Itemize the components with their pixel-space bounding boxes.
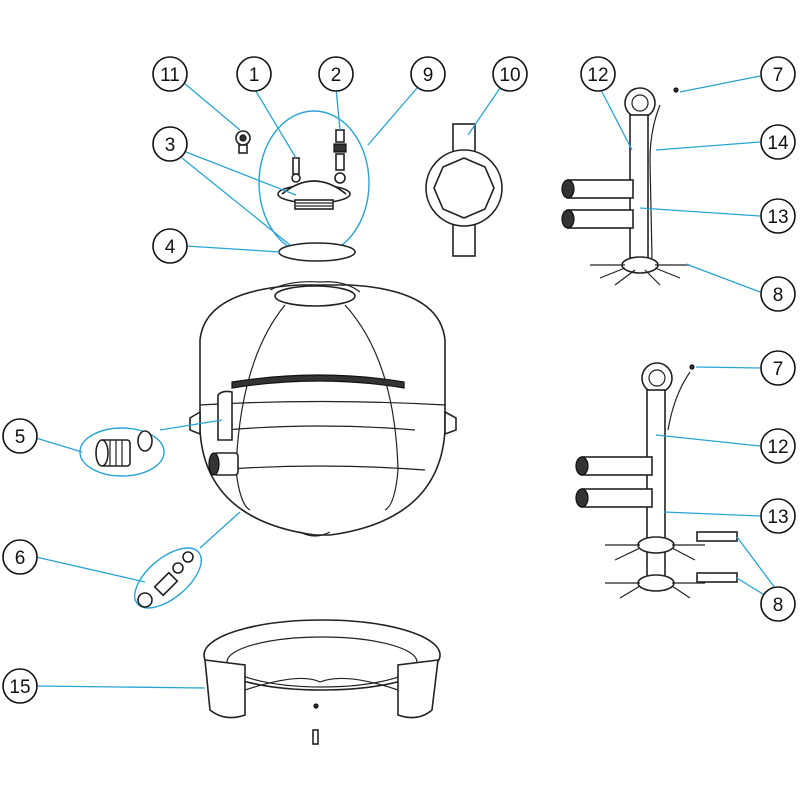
callout-12-lower-label: 12 [767, 437, 788, 458]
callout-13-lower: 13 [760, 498, 796, 534]
lateral-assembly-upper [561, 87, 690, 286]
callout-2-label: 2 [331, 65, 342, 86]
callout-12-upper-label: 12 [587, 65, 608, 86]
screw-1 [291, 157, 301, 183]
callout-7-upper: 7 [760, 56, 796, 92]
callout-5-label: 5 [15, 427, 26, 448]
callout-13-lower-label: 13 [767, 507, 788, 528]
cover-assembly [258, 110, 370, 262]
union-5 [79, 427, 165, 477]
callout-5: 5 [2, 418, 38, 454]
filter-tank [189, 281, 457, 537]
callout-3-label: 3 [165, 135, 176, 156]
callout-1-label: 1 [249, 65, 260, 86]
lateral-assembly-lower [575, 362, 738, 599]
callout-1: 1 [236, 56, 272, 92]
callout-13-upper-label: 13 [767, 207, 788, 228]
callout-12-lower: 12 [760, 428, 796, 464]
callout-14-label: 14 [767, 133, 789, 154]
oring-4 [278, 242, 356, 262]
callout-11: 11 [152, 56, 188, 92]
pressure-gauge-11 [235, 130, 251, 154]
callout-14: 14 [760, 124, 796, 160]
callout-10: 10 [492, 56, 528, 92]
callout-2: 2 [318, 56, 354, 92]
callout-4: 4 [152, 228, 188, 264]
drain-6 [134, 547, 202, 609]
valve-2 [333, 129, 347, 184]
callout-7-lower-label: 7 [773, 359, 784, 380]
callout-15-label: 15 [9, 677, 30, 698]
sight-glass-10 [425, 123, 503, 257]
leader-lines [35, 75, 776, 689]
callout-15: 15 [2, 668, 38, 704]
callout-8-lower: 8 [760, 586, 796, 622]
callout-7-lower: 7 [760, 350, 796, 386]
callout-11-label: 11 [160, 65, 180, 86]
base-15 [203, 619, 441, 745]
callout-8-upper: 8 [760, 276, 796, 312]
callout-13-upper: 13 [760, 198, 796, 234]
callout-9-label: 9 [423, 65, 434, 86]
callout-3: 3 [152, 126, 188, 162]
callout-10-label: 10 [499, 65, 520, 86]
callout-9: 9 [410, 56, 446, 92]
callout-8-lower-label: 8 [773, 595, 784, 616]
callout-6-label: 6 [15, 548, 26, 569]
callout-6: 6 [2, 539, 38, 575]
callout-8-upper-label: 8 [773, 285, 784, 306]
callout-12-upper: 12 [580, 56, 616, 92]
callout-7-upper-label: 7 [773, 65, 784, 86]
callout-4-label: 4 [165, 237, 176, 258]
